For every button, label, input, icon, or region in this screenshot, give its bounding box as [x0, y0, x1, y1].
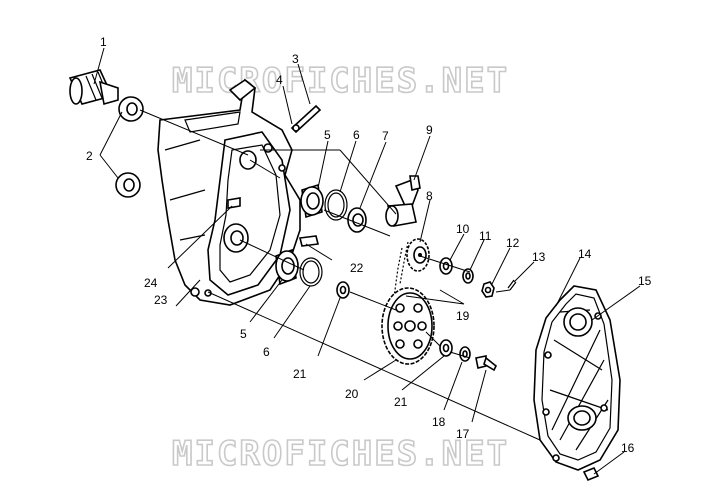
- part-cotter-pin-13: [507, 279, 517, 291]
- callout-21-left: 21: [293, 367, 307, 381]
- part-seal-upper: [118, 96, 144, 122]
- watermark-bottom: MICROFICHES.NET: [172, 434, 509, 474]
- callout-7: 7: [382, 129, 389, 143]
- callout-6-upper: 6: [353, 128, 360, 142]
- watermark-top: MICROFICHES.NET: [172, 61, 509, 101]
- part-dowel: [227, 197, 241, 209]
- callout-17: 17: [456, 427, 470, 441]
- callout-6-lower: 6: [263, 345, 270, 359]
- callout-19: 19: [456, 309, 470, 323]
- part-tensioner-arm: [385, 175, 421, 227]
- callout-24: 24: [144, 276, 158, 290]
- callout-11: 11: [479, 229, 492, 243]
- callout-23: 23: [154, 293, 168, 307]
- callout-3: 3: [292, 52, 299, 66]
- callout-10: 10: [456, 222, 470, 236]
- callout-1: 1: [100, 35, 107, 49]
- part-washer-11: [462, 268, 474, 284]
- callout-15: 15: [638, 274, 652, 288]
- callout-18: 18: [432, 415, 446, 429]
- part-chaincase-cover: [533, 285, 621, 471]
- part-oring-lower: [299, 257, 323, 287]
- part-bearing-lower: [275, 248, 299, 286]
- callout-16: 16: [621, 441, 635, 455]
- part-bolt-17: [475, 355, 498, 372]
- part-oring-upper: [324, 189, 348, 221]
- callout-14: 14: [578, 247, 592, 261]
- callout-5-upper: 5: [324, 128, 331, 142]
- callout-4: 4: [276, 73, 283, 87]
- part-chaincase-housing: [157, 78, 301, 306]
- callout-8: 8: [426, 189, 433, 203]
- leader-lines: [93, 47, 641, 475]
- callout-5-lower: 5: [240, 327, 247, 341]
- callout-12: 12: [506, 236, 520, 250]
- part-pin: [290, 104, 322, 134]
- part-washer-18: [459, 346, 471, 362]
- callout-9: 9: [426, 123, 433, 137]
- part-shaft: [68, 69, 119, 106]
- part-washer-21b: [439, 339, 453, 357]
- callout-2: 2: [86, 149, 93, 163]
- callout-22: 22: [350, 261, 364, 275]
- part-seal-lower: [115, 172, 141, 198]
- callout-20: 20: [345, 387, 359, 401]
- part-screw-16: [582, 466, 600, 482]
- part-bearing-upper: [300, 183, 324, 219]
- part-pin-22: [299, 235, 319, 247]
- part-washer-21a: [336, 281, 350, 299]
- part-seal-7: [347, 207, 367, 233]
- part-nut-12: [481, 281, 495, 298]
- callout-13: 13: [532, 250, 546, 264]
- part-sprocket-small: [406, 238, 430, 272]
- callout-labels: 1 2 3 4 5 6 7 8 9 10 11 12 13 14 15 16 1…: [86, 35, 652, 455]
- callout-21-right: 21: [394, 395, 408, 409]
- part-sprocket-large: [381, 287, 435, 365]
